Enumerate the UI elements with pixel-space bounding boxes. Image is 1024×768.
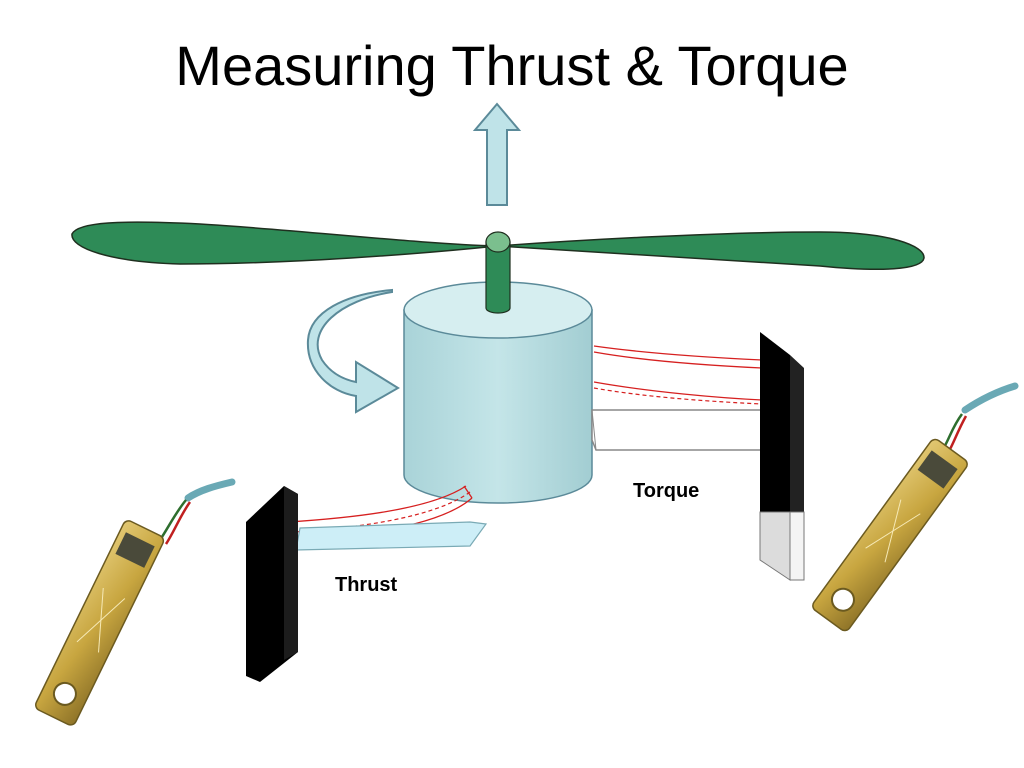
- slide-title: Measuring Thrust & Torque: [175, 34, 849, 97]
- torque-label: Torque: [633, 480, 700, 502]
- propeller: [71, 221, 925, 271]
- up-arrow-icon: [472, 102, 522, 206]
- motor-body: [403, 281, 593, 504]
- load-cell-sensor-icon: [806, 382, 1024, 632]
- torque-arm: [591, 409, 767, 451]
- motor-shaft: [485, 231, 511, 314]
- curved-arrow-icon: [306, 288, 400, 414]
- load-cell-sensor-icon: [0, 478, 238, 726]
- torque-load-cell-mount: [759, 332, 805, 581]
- thrust-label: Thrust: [335, 574, 398, 596]
- thrust-load-cell-mount: [246, 486, 298, 682]
- torque-strain-gauge: [593, 345, 763, 405]
- thrust-arm: [295, 521, 488, 551]
